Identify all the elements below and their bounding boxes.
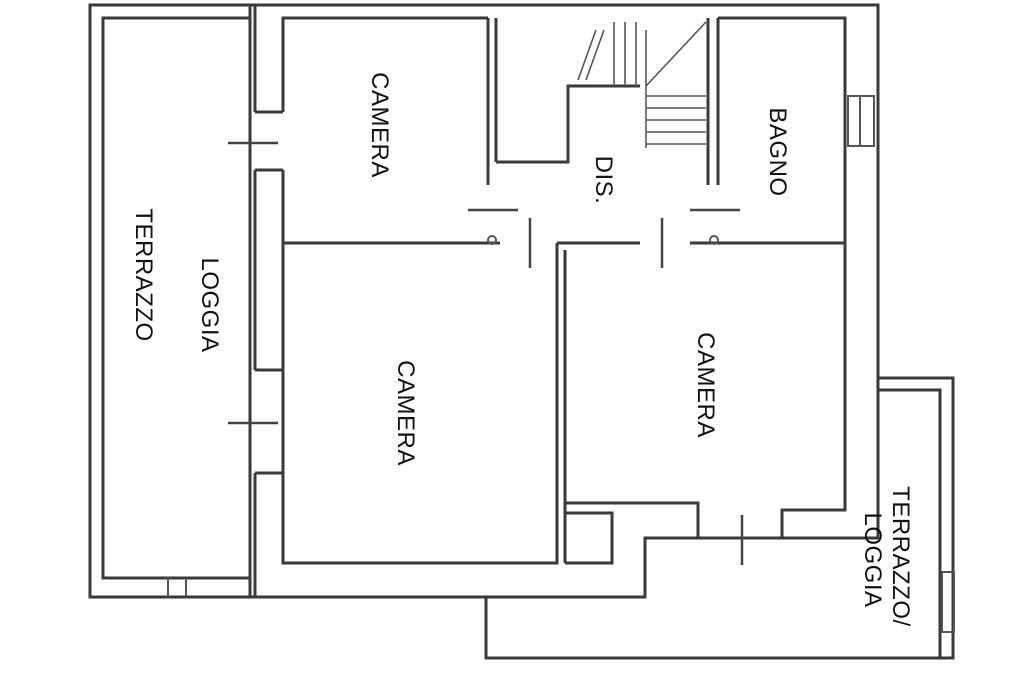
terrace-west-walls	[88, 3, 250, 599]
label-terrazzo-west: TERRAZZO	[130, 208, 157, 341]
label-loggia-west: LOGGIA	[196, 257, 223, 352]
label-camera-north: CAMERA	[366, 72, 393, 178]
loggia-west-walls	[248, 5, 283, 597]
label-terrazzo-loggia-east-line1: TERRAZZO/	[887, 486, 914, 627]
label-terrazzo-loggia-east-line2: LOGGIA	[859, 512, 886, 607]
terrace-east-walls	[484, 376, 955, 660]
bagno-window	[847, 95, 875, 147]
room-labels: TERRAZZO LOGGIA CAMERA DIS. BAGNO CAMERA…	[130, 72, 914, 634]
label-terrazzo-loggia-east: TERRAZZO/ LOGGIA	[859, 486, 914, 634]
door-marks	[228, 141, 744, 565]
interior-walls	[281, 16, 847, 565]
label-camera-east: CAMERA	[692, 332, 719, 438]
label-camera-center: CAMERA	[392, 360, 419, 466]
house-outer-walls	[250, 3, 880, 599]
label-dis: DIS.	[590, 156, 617, 205]
label-bagno: BAGNO	[764, 107, 791, 196]
staircase	[577, 21, 707, 148]
